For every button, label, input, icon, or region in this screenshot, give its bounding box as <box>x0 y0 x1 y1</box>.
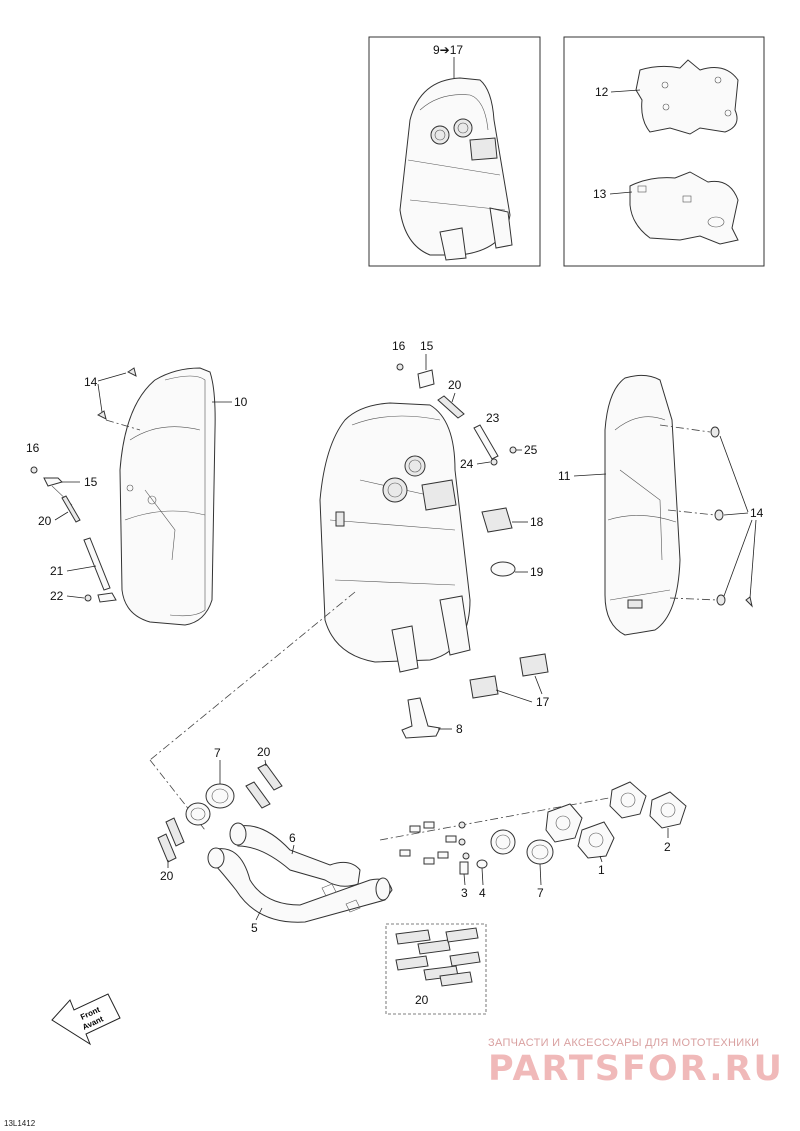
callout-1: 1 <box>598 863 605 877</box>
callout-21: 21 <box>50 564 64 578</box>
callout-2: 2 <box>664 840 671 854</box>
inset-heat-shields: 12 13 <box>563 36 765 267</box>
flanges-and-bolts: 3 4 7 1 2 <box>399 781 687 900</box>
main-muffler: 16 15 20 23 24 25 18 19 17 8 <box>319 339 550 739</box>
heat-shield-13 <box>629 171 739 245</box>
springs-kit: 20 <box>385 923 487 1015</box>
callout-20a: 20 <box>38 514 52 528</box>
callout-16a: 16 <box>26 441 40 455</box>
callout-16b: 16 <box>392 339 406 353</box>
callout-14b: 14 <box>750 506 764 520</box>
header-pipe-6 <box>231 825 361 887</box>
callout-19: 19 <box>530 565 544 579</box>
heat-shield-12 <box>635 59 739 135</box>
callout-10: 10 <box>234 395 248 409</box>
callout-13: 13 <box>593 187 607 201</box>
callout-17: 17 <box>536 695 550 709</box>
callout-11: 11 <box>558 469 571 483</box>
exhaust-headers: 7 20 20 6 5 <box>157 745 393 935</box>
callout-25: 25 <box>524 443 538 457</box>
inset-muffler-assembly: 9➔17 <box>368 36 541 267</box>
callout-18: 18 <box>530 515 544 529</box>
callout-24: 24 <box>460 457 474 471</box>
callout-15a: 15 <box>84 475 98 489</box>
watermark-tagline: ЗАПЧАСТИ И АКСЕССУАРЫ ДЛЯ МОТОТЕХНИКИ <box>488 1037 760 1049</box>
callout-20b: 20 <box>448 378 462 392</box>
left-heat-shield: 10 14 16 15 20 21 22 <box>26 367 248 626</box>
callout-14a: 14 <box>84 375 98 389</box>
callout-5: 5 <box>251 921 258 935</box>
callout-23: 23 <box>486 411 500 425</box>
callout-7a: 7 <box>214 746 221 760</box>
right-heat-shield: 11 14 <box>558 374 764 636</box>
callout-6: 6 <box>289 831 296 845</box>
callout-4: 4 <box>479 886 486 900</box>
callout-20e: 20 <box>415 993 429 1007</box>
callout-20c: 20 <box>257 745 271 759</box>
diagram-code: 13L1412 <box>4 1119 36 1128</box>
callout-3: 3 <box>461 886 468 900</box>
callout-20d: 20 <box>160 869 174 883</box>
callout-22: 22 <box>50 589 64 603</box>
callout-12: 12 <box>595 85 609 99</box>
watermark-brand: PARTSFOR.RU <box>488 1049 784 1089</box>
callout-9-17: 9➔17 <box>433 43 463 57</box>
callout-8: 8 <box>456 722 463 736</box>
front-direction-arrow: Front Avant <box>51 993 121 1046</box>
callout-15b: 15 <box>420 339 434 353</box>
callout-7b: 7 <box>537 886 544 900</box>
